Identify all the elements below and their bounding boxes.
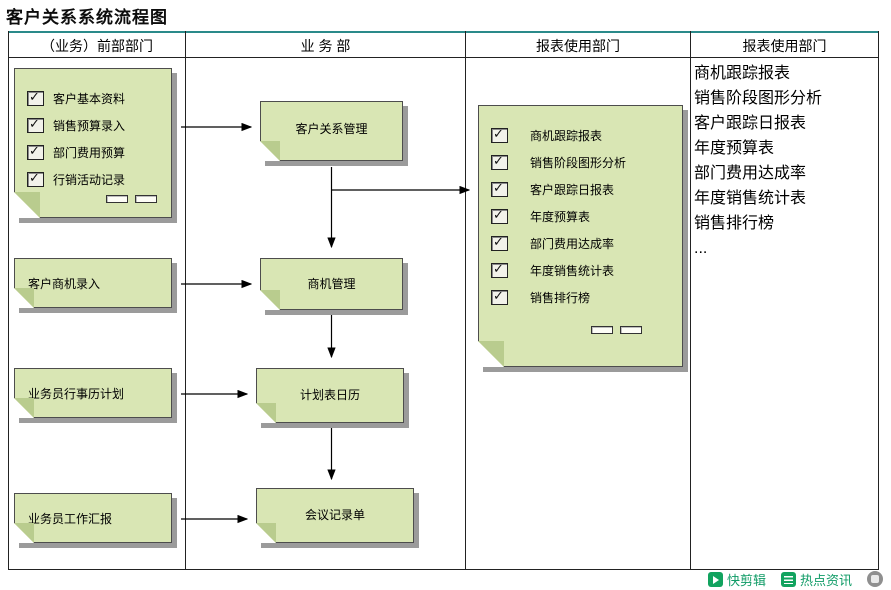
checkbox-checked-icon (491, 288, 508, 305)
input-doc-note: 客户基本资料 销售预算录入 部门费用预算 行销活动记录 (14, 68, 172, 218)
doc-item-row: 部门费用达成率 (479, 230, 682, 257)
column-header-front-dept: （业务）前部部门 (41, 38, 153, 54)
hot-news-label: 热点资讯 (799, 572, 852, 588)
doc-item-label: 客户跟踪日报表 (530, 183, 615, 197)
node-crm-management: 客户关系管理 (260, 101, 403, 161)
node-label: 计划表日历 (299, 388, 360, 402)
report-name: 商机跟踪报表 (694, 65, 791, 82)
doc-item-label: 客户基本资料 (53, 92, 126, 106)
table-bottom-border (8, 569, 879, 570)
report-name: 年度销售统计表 (694, 190, 807, 207)
doc-item-row: 销售预算录入 (15, 112, 171, 139)
column-header-report-dept: 报表使用部门 (536, 38, 620, 54)
note-label: 业务员行事历计划 (28, 386, 125, 401)
header-divider (8, 57, 879, 58)
doc-item-row: 年度销售统计表 (479, 257, 682, 284)
doc-item-label: 行销活动记录 (53, 173, 126, 187)
doc-item-row: 销售阶段图形分析 (479, 149, 682, 176)
doc-item-row: 年度预算表 (479, 203, 682, 230)
page-title: 客户关系系统流程图 (6, 8, 168, 27)
quick-clip-icon (707, 571, 723, 587)
checkbox-checked-icon (27, 170, 44, 187)
note-label: 业务员工作汇报 (28, 511, 113, 526)
checkbox-checked-icon (491, 126, 508, 143)
doc-item-label: 部门费用达成率 (530, 237, 615, 251)
blank-line-bar (591, 326, 613, 334)
doc-item-row: 部门费用预算 (15, 139, 171, 166)
note-salesman-work-report: 业务员工作汇报 (14, 493, 172, 543)
report-name-ellipsis: ... (694, 240, 708, 257)
table-top-border (8, 31, 879, 33)
doc-item-row: 销售排行榜 (479, 284, 682, 311)
checkbox-checked-icon (27, 89, 44, 106)
checkbox-checked-icon (491, 180, 508, 197)
doc-item-row: 客户基本资料 (15, 85, 171, 112)
doc-item-row: 商机跟踪报表 (479, 122, 682, 149)
blank-line-bar (620, 326, 642, 334)
quick-clip-label: 快剪辑 (726, 572, 766, 588)
quick-clip-button[interactable]: 快剪辑 (707, 570, 766, 589)
report-name: 部门费用达成率 (694, 165, 807, 182)
report-doc-note: 商机跟踪报表 销售阶段图形分析 客户跟踪日报表 年度预算表 部门费用达成率 年度… (478, 105, 683, 367)
column-divider (465, 31, 466, 569)
doc-item-row: 客户跟踪日报表 (479, 176, 682, 203)
doc-item-label: 部门费用预算 (53, 146, 126, 160)
column-header-report-list: 报表使用部门 (742, 38, 827, 54)
doc-item-label: 年度预算表 (530, 210, 591, 224)
checkbox-checked-icon (491, 234, 508, 251)
hot-news-icon (780, 571, 796, 587)
doc-item-label: 销售预算录入 (53, 119, 126, 133)
note-label: 客户商机录入 (28, 276, 101, 291)
browser-plugin-bar: 快剪辑 热点资讯 (707, 570, 883, 589)
node-opportunity-management: 商机管理 (260, 258, 403, 310)
column-divider (878, 31, 879, 569)
doc-item-label: 年度销售统计表 (530, 264, 615, 278)
note-customer-opportunity-entry: 客户商机录入 (14, 258, 172, 308)
node-meeting-record: 会议记录单 (256, 488, 414, 543)
checkbox-checked-icon (491, 207, 508, 224)
hot-news-button[interactable]: 热点资讯 (780, 570, 852, 589)
column-divider (690, 31, 691, 569)
checkbox-checked-icon (27, 116, 44, 133)
column-header-business-dept: 业 务 部 (300, 38, 351, 54)
doc-item-label: 商机跟踪报表 (530, 129, 603, 143)
doc-item-label: 销售排行榜 (530, 291, 591, 305)
blank-line-bars (591, 326, 642, 334)
report-name-list: 商机跟踪报表 销售阶段图形分析 客户跟踪日报表 年度预算表 部门费用达成率 年度… (694, 61, 822, 261)
blank-line-bars (106, 195, 157, 203)
column-divider (185, 31, 186, 569)
report-name: 客户跟踪日报表 (694, 115, 807, 132)
node-label: 商机管理 (307, 277, 356, 291)
blank-line-bar (106, 195, 128, 203)
report-name: 销售阶段图形分析 (694, 90, 823, 107)
column-divider (8, 31, 9, 569)
node-label: 客户关系管理 (295, 122, 368, 136)
doc-item-label: 销售阶段图形分析 (530, 156, 627, 170)
blank-line-bar (135, 195, 157, 203)
corner-widget-icon[interactable] (867, 571, 883, 587)
checkbox-checked-icon (491, 261, 508, 278)
doc-item-row: 行销活动记录 (15, 166, 171, 193)
report-name: 销售排行榜 (694, 215, 775, 232)
node-schedule-calendar: 计划表日历 (256, 368, 404, 423)
checkbox-checked-icon (27, 143, 44, 160)
note-salesman-calendar-plan: 业务员行事历计划 (14, 368, 172, 418)
checkbox-checked-icon (491, 153, 508, 170)
node-label: 会议记录单 (304, 508, 365, 522)
report-name: 年度预算表 (694, 140, 775, 157)
